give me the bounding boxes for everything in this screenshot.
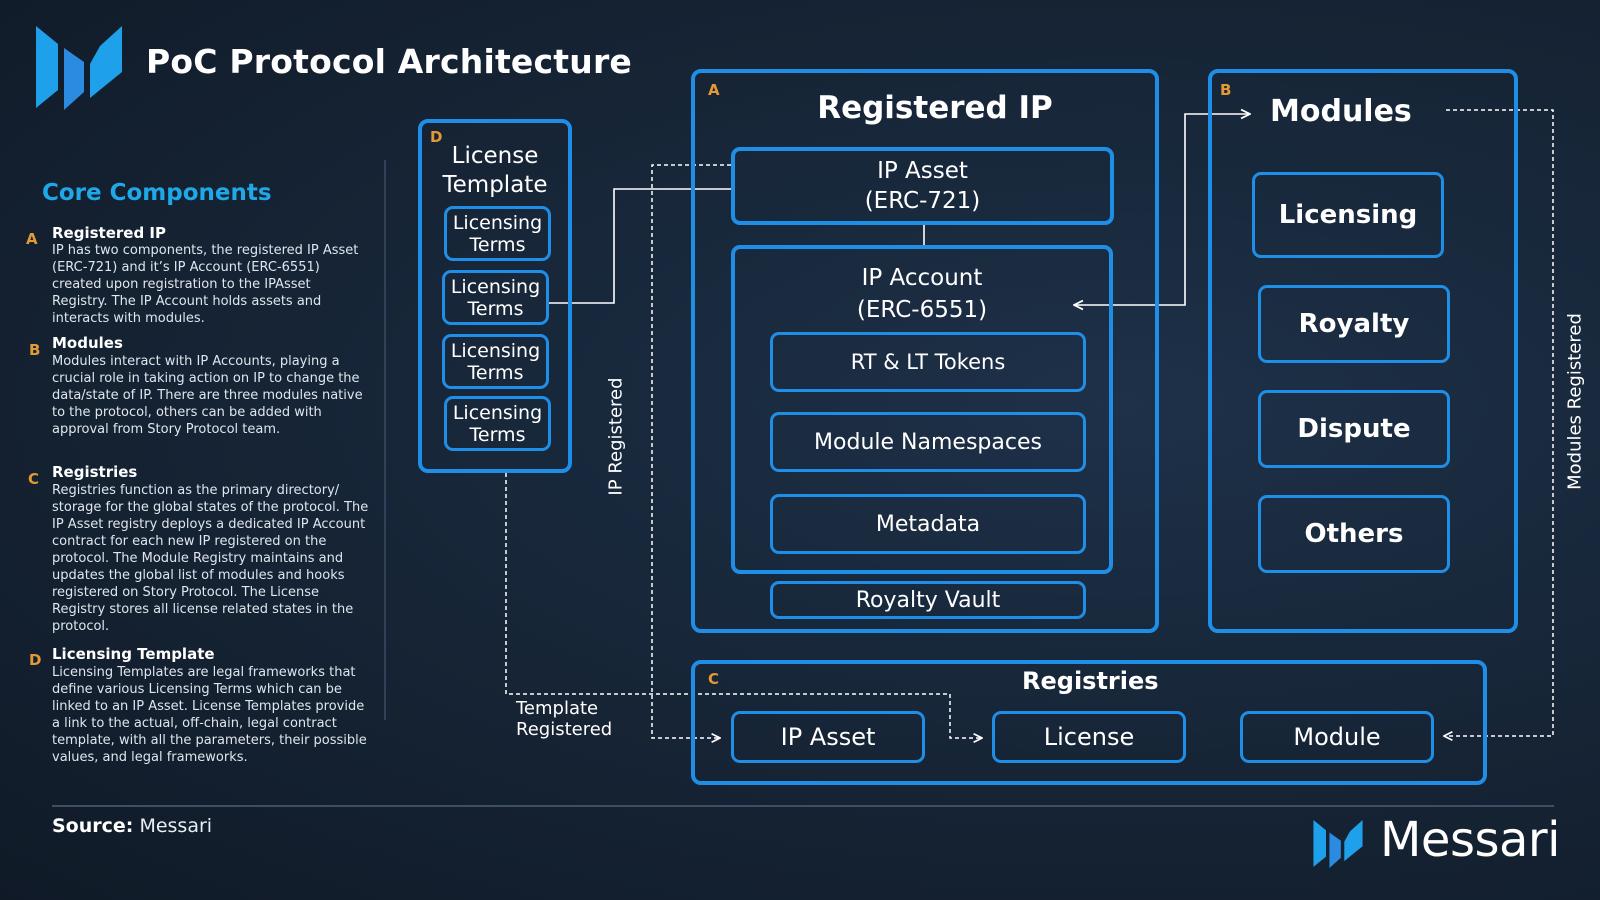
rt-lt-tokens-box[interactable]: RT & LT Tokens [770, 332, 1086, 392]
component-a-heading: Registered IP [52, 224, 166, 242]
component-b-letter: B [29, 341, 41, 359]
messari-wordmark: Messari [1380, 812, 1560, 868]
registry-ip-asset[interactable]: IP Asset [731, 711, 925, 763]
messari-brand-icon [1313, 820, 1363, 868]
component-d-letter: D [29, 651, 42, 669]
line-modules-registered [1444, 109, 1554, 736]
ip-account-box [731, 245, 1113, 574]
component-d-heading: Licensing Template [52, 645, 215, 663]
core-components-title: Core Components [42, 180, 272, 206]
module-others[interactable]: Others [1258, 495, 1450, 573]
module-royalty[interactable]: Royalty [1258, 285, 1450, 363]
line-account-modules [1074, 114, 1250, 305]
registries-letter: C [708, 670, 720, 688]
registry-module[interactable]: Module [1240, 711, 1434, 763]
license-template-title: License Template [442, 143, 548, 198]
messari-logo-icon [36, 26, 122, 110]
component-a-text: IP has two components, the registered IP… [52, 243, 359, 326]
module-licensing[interactable]: Licensing [1252, 172, 1444, 258]
module-namespaces-box[interactable]: Module Namespaces [770, 412, 1086, 472]
label-ip-registered: IP Registered [605, 377, 627, 496]
label-modules-registered: Modules Registered [1564, 313, 1586, 490]
registered-ip-letter: A [708, 81, 720, 99]
module-dispute[interactable]: Dispute [1258, 390, 1450, 468]
page-title: PoC Protocol Architecture [146, 42, 632, 81]
component-a-letter: A [26, 230, 38, 248]
component-b-text: Modules interact with IP Accounts, playi… [52, 354, 363, 437]
registry-license[interactable]: License [992, 711, 1186, 763]
line-license-to-ipasset [549, 188, 731, 304]
modules-letter: B [1220, 81, 1232, 99]
line-ip-registered [651, 164, 731, 738]
sidebar-divider [384, 160, 386, 720]
component-c-heading: Registries [52, 463, 138, 481]
modules-box [1208, 69, 1518, 633]
modules-title: Modules [1270, 94, 1412, 129]
component-d-text: Licensing Templates are legal frameworks… [52, 665, 367, 765]
metadata-box[interactable]: Metadata [770, 494, 1086, 554]
ip-account-title: IP Account (ERC-6551) [856, 265, 988, 323]
registries-title: Registries [1022, 667, 1159, 695]
ip-asset-erc721-box[interactable]: IP Asset(ERC-721) [731, 147, 1114, 225]
license-template-letter: D [430, 128, 443, 146]
source-line: Source: Messari [52, 815, 213, 837]
registries-box [691, 660, 1487, 785]
royalty-vault-box[interactable]: Royalty Vault [770, 581, 1086, 619]
line-template-registered [505, 473, 982, 738]
license-template-box [418, 119, 572, 473]
footer-divider [52, 805, 1554, 807]
component-c-letter: C [28, 470, 40, 488]
component-b-heading: Modules [52, 334, 123, 352]
registered-ip-box [691, 69, 1159, 633]
label-template-registered: Template Registered [516, 698, 613, 740]
component-c-text: Registries function as the primary direc… [52, 483, 369, 634]
registered-ip-title: Registered IP [817, 90, 1053, 126]
